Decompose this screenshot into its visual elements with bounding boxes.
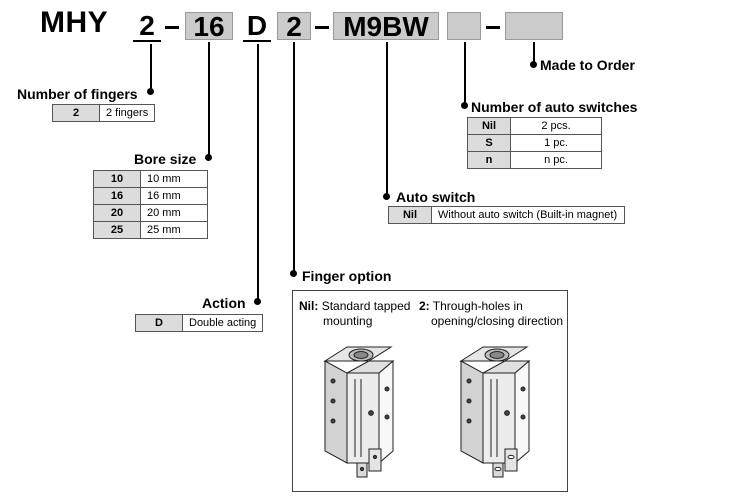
leader-dot: [383, 193, 390, 200]
table-row: Nil Without auto switch (Built-in magnet…: [388, 206, 625, 224]
action-title: Action: [202, 295, 246, 311]
option-desc: Without auto switch (Built-in magnet): [431, 206, 625, 224]
gripper-standard-illustration: [323, 346, 395, 478]
bore-size-table: 10 10 mm 16 16 mm 20 20 mm 25 25 mm: [93, 170, 208, 239]
option-code: 10: [93, 170, 141, 188]
code-dash: [165, 26, 179, 29]
code-dash: [315, 26, 329, 29]
leader-line: [257, 44, 259, 302]
code-segment-auto-switch: M9BW: [333, 12, 439, 41]
table-row: n n pc.: [467, 151, 602, 169]
code-segment-finger-option: 2: [277, 12, 311, 41]
table-row: Nil 2 pcs.: [467, 117, 602, 135]
option-text-line2: opening/closing direction: [431, 314, 564, 328]
option-desc: 2 fingers: [98, 104, 156, 122]
fingers-title: Number of fingers: [17, 86, 138, 102]
code-segment-bore: 16: [185, 12, 233, 41]
table-row: 25 25 mm: [93, 221, 208, 239]
table-row: D Double acting: [135, 314, 264, 332]
option-desc: 1 pc.: [510, 134, 602, 152]
table-row: 10 10 mm: [93, 170, 208, 188]
bore-size-title: Bore size: [134, 151, 197, 167]
option-key: Nil:: [299, 299, 319, 313]
option-code: Nil: [388, 206, 432, 224]
auto-switch-count-title: Number of auto switches: [471, 99, 638, 115]
leader-dot: [461, 102, 468, 109]
option-key: 2:: [419, 299, 430, 313]
made-to-order-title: Made to Order: [540, 57, 635, 73]
leader-line: [150, 44, 152, 92]
model-prefix: MHY: [40, 6, 109, 39]
option-code: 25: [93, 221, 141, 239]
option-code: n: [467, 151, 511, 169]
option-code: S: [467, 134, 511, 152]
finger-option-title: Finger option: [302, 268, 392, 284]
auto-switch-table: Nil Without auto switch (Built-in magnet…: [388, 206, 625, 224]
finger-option-nil: Nil: Standard tapped: [299, 299, 410, 314]
code-segment-fingers: 2: [133, 12, 161, 42]
option-desc: 2 pcs.: [510, 117, 602, 135]
option-text-line2: mounting: [323, 314, 373, 328]
option-code: Nil: [467, 117, 511, 135]
finger-option-panel: Nil: Standard tapped mounting 2: Through…: [292, 290, 568, 492]
option-desc: 20 mm: [140, 204, 208, 222]
leader-dot: [147, 88, 154, 95]
table-row: 16 16 mm: [93, 187, 208, 205]
gripper-through-holes-illustration: [459, 346, 531, 478]
option-desc: n pc.: [510, 151, 602, 169]
action-table: D Double acting: [135, 314, 264, 332]
leader-line: [533, 42, 535, 64]
option-desc: 16 mm: [140, 187, 208, 205]
leader-dot: [254, 298, 261, 305]
leader-dot: [290, 270, 297, 277]
option-desc: Double acting: [181, 314, 264, 332]
option-text-line1: Standard tapped: [321, 299, 411, 313]
option-code: 20: [93, 204, 141, 222]
code-segment-switch-count: [447, 12, 481, 40]
fingers-table: 2 2 fingers: [52, 104, 156, 122]
option-code: 16: [93, 187, 141, 205]
table-row: S 1 pc.: [467, 134, 602, 152]
code-segment-made-to-order: [505, 12, 563, 40]
option-code: 2: [52, 104, 100, 122]
leader-line: [293, 42, 295, 274]
option-text-line1: Through-holes in: [432, 299, 523, 313]
code-dash: [486, 26, 500, 29]
leader-dot: [530, 61, 537, 68]
option-desc: 10 mm: [140, 170, 208, 188]
leader-line: [386, 42, 388, 196]
code-segment-action: D: [243, 12, 271, 42]
auto-switch-count-table: Nil 2 pcs. S 1 pc. n n pc.: [467, 117, 602, 169]
table-row: 20 20 mm: [93, 204, 208, 222]
option-code: D: [135, 314, 183, 332]
auto-switch-title: Auto switch: [396, 189, 476, 205]
table-row: 2 2 fingers: [52, 104, 156, 122]
leader-line: [208, 42, 210, 158]
option-desc: 25 mm: [140, 221, 208, 239]
leader-line: [464, 42, 466, 106]
finger-option-2: 2: Through-holes in: [419, 299, 523, 314]
leader-dot: [205, 154, 212, 161]
